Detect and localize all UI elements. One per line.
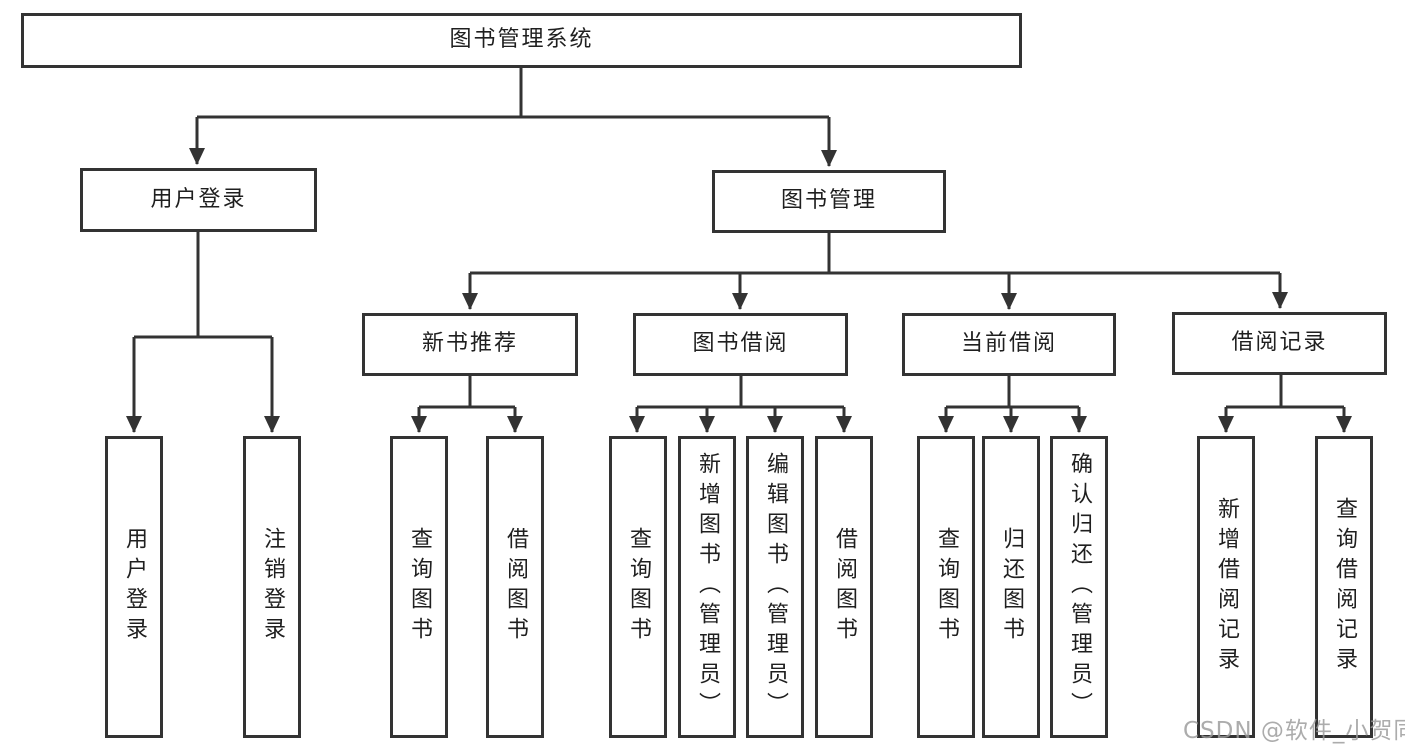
connector-newbook-trunk: [419, 376, 515, 409]
leaf-label: 新增借阅记录: [1214, 497, 1239, 677]
leaf-label: 查询图书: [407, 527, 432, 647]
leaf-user-login: 用户登录: [105, 436, 163, 738]
node-label: 当前借阅: [960, 331, 1057, 357]
connector-login-trunk: [134, 232, 272, 339]
leaf-label: 注销登录: [260, 527, 285, 647]
node-label: 图书借阅: [692, 331, 789, 357]
leaf-label: 归还图书: [999, 527, 1024, 647]
node-new-book-recommend: 新书推荐: [362, 313, 578, 376]
leaf-logout: 注销登录: [243, 436, 301, 738]
leaf-edit-books-admin: 编辑图书（管理员）: [746, 436, 804, 738]
leaf-label: 确认归还（管理员）: [1067, 452, 1092, 722]
leaf-label: 用户登录: [122, 527, 147, 647]
leaf-query-borrow-record: 查询借阅记录: [1315, 436, 1373, 738]
node-book-borrow: 图书借阅: [633, 313, 848, 376]
connector-borrow-trunk: [637, 376, 844, 409]
leaf-add-books-admin: 新增图书（管理员）: [678, 436, 736, 738]
node-book-management: 图书管理: [712, 170, 946, 233]
connector-mgmt-trunk: [470, 233, 1280, 275]
leaf-add-borrow-record: 新增借阅记录: [1197, 436, 1255, 738]
leaf-label: 新增图书（管理员）: [695, 452, 720, 722]
node-label: 图书管理: [780, 188, 877, 214]
csdn-watermark: CSDN @软件_小贺同学: [1183, 718, 1405, 744]
leaf-label: 查询借阅记录: [1332, 497, 1357, 677]
leaf-label: 编辑图书（管理员）: [763, 452, 788, 722]
leaf-borrow-books: 借阅图书: [486, 436, 544, 738]
leaf-label: 借阅图书: [832, 527, 857, 647]
leaf-return-books: 归还图书: [982, 436, 1040, 738]
leaf-query-books: 查询图书: [390, 436, 448, 738]
node-label: 新书推荐: [421, 331, 518, 357]
node-label: 借阅记录: [1231, 330, 1328, 356]
leaf-query-books: 查询图书: [609, 436, 667, 738]
node-system-root: 图书管理系统: [21, 13, 1022, 68]
leaf-label: 查询图书: [934, 527, 959, 647]
node-user-login: 用户登录: [80, 168, 317, 232]
node-borrow-records: 借阅记录: [1172, 312, 1387, 375]
connector-records-trunk: [1226, 375, 1344, 409]
leaf-borrow-books: 借阅图书: [815, 436, 873, 738]
leaf-label: 查询图书: [626, 527, 651, 647]
node-label: 图书管理系统: [449, 27, 594, 53]
node-label: 用户登录: [150, 186, 247, 212]
leaf-label: 借阅图书: [503, 527, 528, 647]
connector-root-trunk: [197, 68, 829, 119]
node-current-borrow: 当前借阅: [902, 313, 1116, 376]
connector-current-trunk: [946, 376, 1079, 409]
leaf-query-books: 查询图书: [917, 436, 975, 738]
leaf-confirm-return-admin: 确认归还（管理员）: [1050, 436, 1108, 738]
